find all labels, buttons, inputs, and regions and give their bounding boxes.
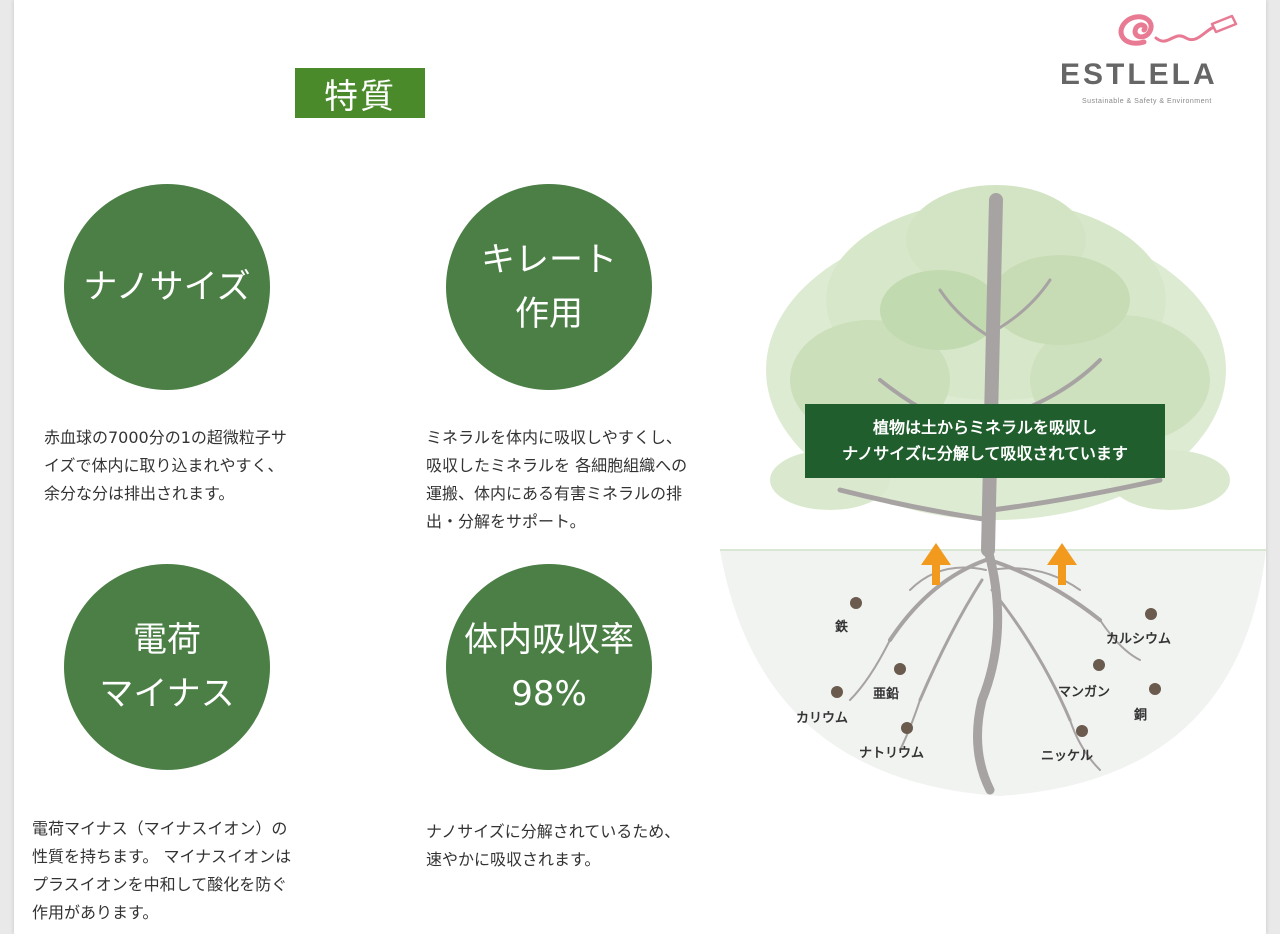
feature-circle-label: ナノサイズ <box>83 267 251 307</box>
banner-line: 植物は土からミネラルを吸収し <box>872 418 1097 437</box>
feature-circle-chelate: キレート 作用 <box>446 184 652 390</box>
feature-circle-label: 作用 <box>515 294 583 334</box>
tree-caption-banner: 植物は土からミネラルを吸収し ナノサイズに分解して吸収されています <box>805 404 1165 478</box>
page-title: 特質 <box>295 68 425 118</box>
description-line: 吸収したミネラルを 各細胞組織への <box>426 456 688 475</box>
description-line: 運搬、体内にある有害ミネラルの排 <box>426 484 683 503</box>
logo-tagline: Sustainable & Safety & Environment <box>1082 98 1212 105</box>
feature-circle-label: キレート <box>481 240 617 280</box>
feature-circle-label: 電荷 <box>133 620 201 660</box>
arrow-up-icon <box>1047 543 1077 585</box>
logo-wordmark: ESTLELA <box>1060 58 1218 91</box>
feature-circle-label: 体内吸収率 <box>464 620 634 660</box>
banner-line: ナノサイズに分解して吸収されています <box>842 444 1128 463</box>
mineral-label-sodium: ナトリウム <box>859 746 925 761</box>
description-line: 作用があります。 <box>32 903 159 922</box>
feature-description-nanosize: 赤血球の7000分の1の超微粒子サ イズで体内に取り込まれやすく、 余分な分は排… <box>44 424 287 508</box>
mineral-label-nickel: ニッケル <box>1041 749 1094 764</box>
mineral-dots <box>831 597 1161 737</box>
page: 特質 ESTLELA Sustainable & Safety & Enviro… <box>14 0 1266 934</box>
estlela-logo: ESTLELA Sustainable & Safety & Environme… <box>1056 8 1256 112</box>
logo-mark-icon <box>1118 14 1238 46</box>
mineral-label-iron: 鉄 <box>835 620 849 635</box>
feature-description-chelate: ミネラルを体内に吸収しやすくし、 吸収したミネラルを 各細胞組織への 運搬、体内… <box>426 424 687 536</box>
description-line: 速やかに吸収されます。 <box>426 850 601 869</box>
mineral-label-manganese: マンガン <box>1058 685 1111 700</box>
description-line: ナノサイズに分解されているため、 <box>426 822 681 841</box>
description-line: 赤血球の7000分の1の超微粒子サ <box>44 428 287 447</box>
feature-description-absorption-rate: ナノサイズに分解されているため、 速やかに吸収されます。 <box>426 818 680 874</box>
feature-circle-nanosize: ナノサイズ <box>64 184 270 390</box>
description-line: 性質を持ちます。 マイナスイオンは <box>32 847 292 866</box>
description-line: 余分な分は排出されます。 <box>44 484 235 503</box>
description-line: イズで体内に取り込まれやすく、 <box>44 456 284 475</box>
description-line: ミネラルを体内に吸収しやすくし、 <box>426 428 682 447</box>
description-line: 出・分解をサポート。 <box>426 512 586 531</box>
feature-circle-absorption-rate: 体内吸収率 98% <box>446 564 652 770</box>
description-line: プラスイオンを中和して酸化を防ぐ <box>32 875 288 894</box>
mineral-label-potassium: カリウム <box>796 711 849 726</box>
tree-roots <box>849 545 1141 795</box>
feature-circle-label: マイナス <box>99 674 235 714</box>
arrow-up-icon <box>921 543 951 585</box>
mineral-label-calcium: カルシウム <box>1106 632 1172 647</box>
feature-circle-negative-charge: 電荷 マイナス <box>64 564 270 770</box>
mineral-label-copper: 銅 <box>1134 708 1148 723</box>
description-line: 電荷マイナス（マイナスイオン）の <box>32 819 288 838</box>
mineral-label-zinc: 亜鉛 <box>873 687 900 702</box>
feature-circle-label: 98% <box>511 674 587 714</box>
absorption-arrows <box>921 543 1077 585</box>
feature-description-negative-charge: 電荷マイナス（マイナスイオン）の 性質を持ちます。 マイナスイオンは プラスイオ… <box>32 815 291 927</box>
